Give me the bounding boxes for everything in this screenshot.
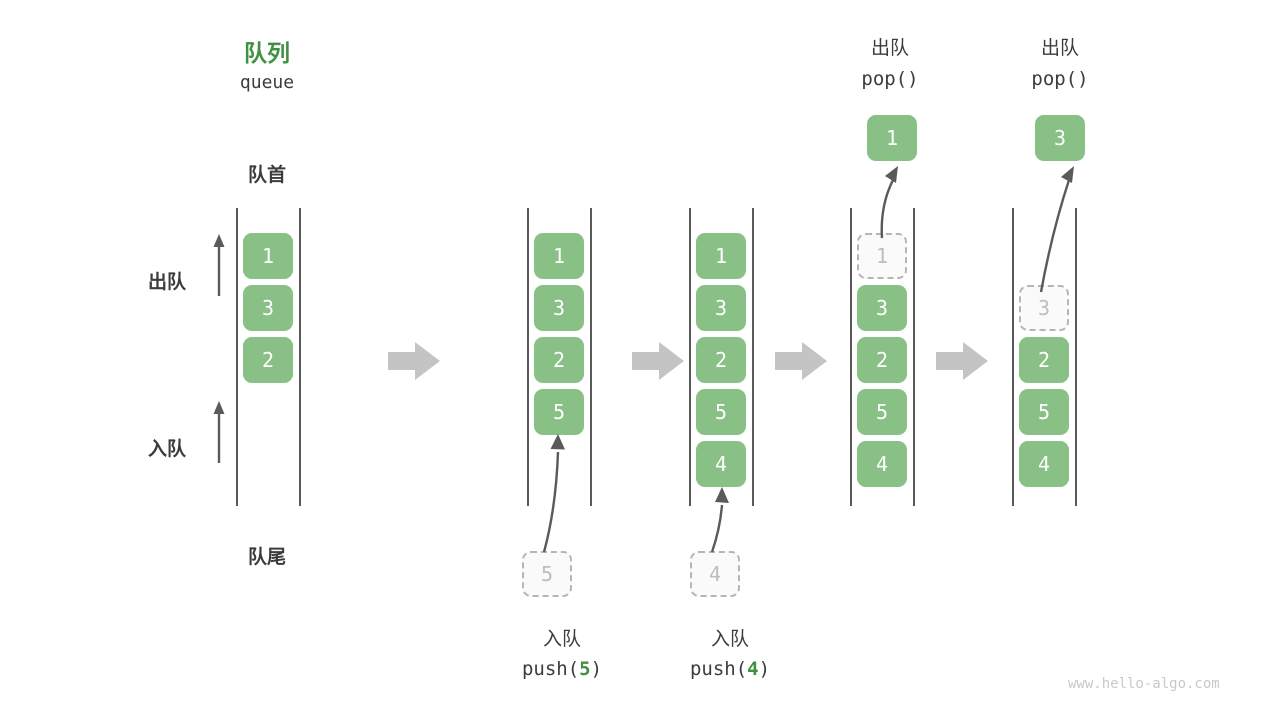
transition-arrow-icon bbox=[936, 342, 988, 380]
push-suffix: ) bbox=[590, 658, 603, 680]
label-dequeue-direction: 出队 bbox=[148, 272, 187, 293]
queue-rail-left bbox=[527, 208, 529, 506]
queue-cell: 1 bbox=[696, 233, 746, 279]
push-prefix: push( bbox=[689, 658, 748, 680]
queue-cell: 3 bbox=[857, 285, 907, 331]
queue-rail-right bbox=[1075, 208, 1077, 506]
queue-cell: 5 bbox=[696, 389, 746, 435]
header-dequeue-cn: 出队 bbox=[1040, 38, 1080, 59]
queue-cell: 3 bbox=[696, 285, 746, 331]
queue-rail-right bbox=[913, 208, 915, 506]
queue-cell-new: 5 bbox=[534, 389, 584, 435]
enqueue-arrow-icon bbox=[542, 434, 565, 553]
queue-cell: 3 bbox=[534, 285, 584, 331]
queue-rail-left bbox=[236, 208, 238, 506]
queue-cell: 5 bbox=[857, 389, 907, 435]
queue-cell: 2 bbox=[857, 337, 907, 383]
push-suffix: ) bbox=[758, 658, 771, 680]
queue-cell: 2 bbox=[1019, 337, 1069, 383]
queue-rail-right bbox=[299, 208, 301, 506]
dequeue-direction-arrow-icon bbox=[213, 234, 225, 296]
push-argument: 5 bbox=[579, 658, 591, 680]
header-pop-code: pop() bbox=[1031, 68, 1089, 90]
caption-push-code: push(4) bbox=[690, 658, 770, 680]
header-pop-code: pop() bbox=[861, 68, 919, 90]
caption-enqueue-cn: 入队 bbox=[542, 629, 582, 650]
enqueue-arrow-icon bbox=[710, 487, 729, 553]
queue-rail-right bbox=[752, 208, 754, 506]
watermark: www.hello-algo.com bbox=[1068, 676, 1220, 692]
queue-rail-left bbox=[689, 208, 691, 506]
enqueue-direction-arrow-icon bbox=[213, 401, 225, 463]
transition-arrow-icon bbox=[388, 342, 440, 380]
queue-cell: 2 bbox=[243, 337, 293, 383]
queue-cell-new: 4 bbox=[696, 441, 746, 487]
queue-rail-left bbox=[1012, 208, 1014, 506]
incoming-element-ghost: 5 bbox=[522, 551, 572, 597]
caption-push-code: push(5) bbox=[522, 658, 602, 680]
incoming-element-ghost: 4 bbox=[690, 551, 740, 597]
queue-rail-right bbox=[590, 208, 592, 506]
queue-cell: 5 bbox=[1019, 389, 1069, 435]
queue-cell: 2 bbox=[696, 337, 746, 383]
queue-cell: 4 bbox=[857, 441, 907, 487]
transition-arrow-icon bbox=[775, 342, 827, 380]
header-dequeue-cn: 出队 bbox=[870, 38, 910, 59]
dequeue-arrow-icon bbox=[1039, 166, 1074, 293]
queue-cell: 1 bbox=[243, 233, 293, 279]
page-title-en: queue bbox=[239, 72, 295, 93]
queue-rail-left bbox=[850, 208, 852, 506]
label-enqueue-direction: 入队 bbox=[148, 439, 187, 460]
push-prefix: push( bbox=[521, 658, 580, 680]
popped-element: 1 bbox=[867, 115, 917, 161]
dequeue-arrow-icon bbox=[880, 166, 898, 239]
queue-cell: 1 bbox=[534, 233, 584, 279]
push-argument: 4 bbox=[747, 658, 759, 680]
queue-cell-removed-ghost: 1 bbox=[857, 233, 907, 279]
label-queue-front: 队首 bbox=[247, 165, 287, 186]
label-queue-rear: 队尾 bbox=[247, 547, 287, 568]
queue-cell-removed-ghost: 3 bbox=[1019, 285, 1069, 331]
popped-element: 3 bbox=[1035, 115, 1085, 161]
page-title-cn: 队列 bbox=[244, 40, 290, 66]
caption-enqueue-cn: 入队 bbox=[710, 629, 750, 650]
queue-cell: 4 bbox=[1019, 441, 1069, 487]
queue-cell: 2 bbox=[534, 337, 584, 383]
queue-cell: 3 bbox=[243, 285, 293, 331]
transition-arrow-icon bbox=[632, 342, 684, 380]
